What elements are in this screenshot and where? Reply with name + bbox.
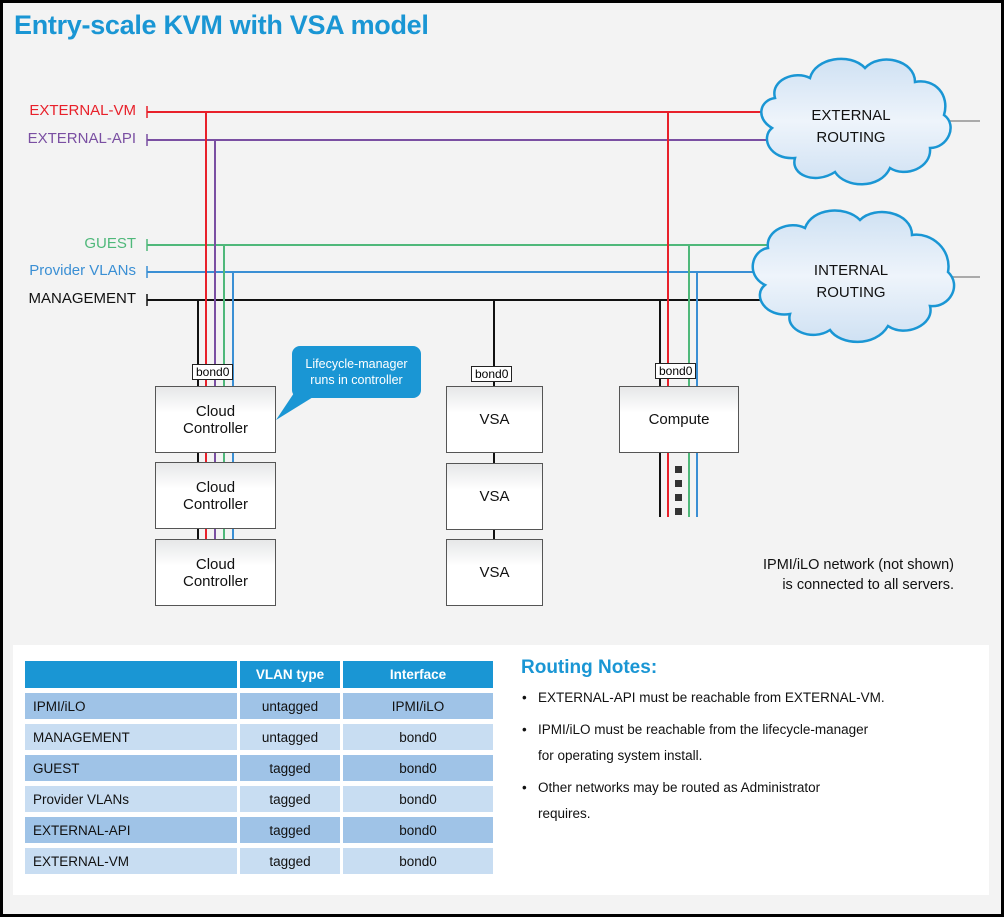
controller-1-line1: Cloud: [195, 402, 236, 420]
routing-notes-list: • EXTERNAL-API must be reachable from EX…: [521, 685, 981, 827]
external-routing-label: EXTERNAL ROUTING: [791, 105, 911, 149]
cell-interface: IPMI/iLO: [343, 693, 493, 719]
internal-routing-cloud-icon: [751, 209, 956, 343]
vsa-2-label: VSA: [479, 488, 510, 505]
compute-links: [659, 112, 698, 517]
cell-vlan-type: tagged: [240, 755, 340, 781]
network-label-provider-vlans: Provider VLANs: [29, 262, 136, 279]
vsa-node-1[interactable]: VSA: [446, 386, 543, 453]
vsa-node-2[interactable]: VSA: [446, 463, 543, 530]
cell-interface: bond0: [343, 817, 493, 843]
routing-note: • EXTERNAL-API must be reachable from EX…: [521, 685, 918, 711]
vlan-table: VLAN type Interface IPMI/iLO untagged IP…: [22, 656, 496, 879]
callout-line1: Lifecycle-manager: [305, 357, 408, 371]
controller-3-line1: Cloud: [195, 555, 236, 573]
routing-note-line1: IPMI/iLO must be reachable from the life…: [538, 722, 869, 737]
network-label-external-api: EXTERNAL-API: [27, 130, 136, 147]
bullet-icon: •: [522, 780, 527, 795]
external-routing-line2: ROUTING: [816, 129, 886, 146]
external-routing-cloud-icon: [760, 57, 952, 186]
header-network: [25, 661, 237, 688]
callout-line2: runs in controller: [310, 373, 403, 387]
network-label-guest: GUEST: [84, 235, 136, 252]
vsa-3-label: VSA: [479, 564, 510, 581]
cell-vlan-type: untagged: [240, 693, 340, 719]
table-row: EXTERNAL-VM tagged bond0: [25, 848, 493, 874]
compute-bond0-label: bond0: [655, 363, 697, 379]
vsa-node-3[interactable]: VSA: [446, 539, 543, 606]
more-compute-ellipsis-icon: [675, 466, 682, 515]
routing-note-line1: EXTERNAL-API must be reachable from EXTE…: [538, 690, 885, 705]
cell-vlan-type: tagged: [240, 786, 340, 812]
compute-node[interactable]: Compute: [619, 386, 739, 453]
cell-network: MANAGEMENT: [25, 724, 237, 750]
internal-routing-label: INTERNAL ROUTING: [791, 260, 911, 304]
cell-interface: bond0: [343, 786, 493, 812]
header-vlan-type: VLAN type: [240, 661, 340, 688]
routing-notes-title: Routing Notes:: [521, 657, 658, 678]
network-line-provider-vlans: [146, 266, 760, 278]
controller-3-line2: Controller: [182, 572, 249, 590]
routing-note: • IPMI/iLO must be reachable from the li…: [521, 717, 918, 769]
lifecycle-manager-callout: Lifecycle-manager runs in controller: [292, 346, 421, 398]
routing-note-line2: requires.: [538, 806, 591, 821]
internal-routing-line1: INTERNAL: [813, 262, 889, 279]
table-row: IPMI/iLO untagged IPMI/iLO: [25, 693, 493, 719]
network-diagram: [146, 57, 980, 540]
vsa-bond0-label: bond0: [471, 366, 513, 382]
routing-note-line1: Other networks may be routed as Administ…: [538, 780, 821, 795]
network-label-management: MANAGEMENT: [28, 290, 136, 307]
table-row: MANAGEMENT untagged bond0: [25, 724, 493, 750]
header-interface: Interface: [343, 661, 493, 688]
page-title: Entry-scale KVM with VSA model: [14, 10, 429, 40]
table-row: EXTERNAL-API tagged bond0: [25, 817, 493, 843]
ipmi-note-line2: is connected to all servers.: [782, 577, 954, 593]
vsa-1-label: VSA: [479, 411, 510, 428]
cell-network: EXTERNAL-VM: [25, 848, 237, 874]
internal-routing-line2: ROUTING: [816, 284, 886, 301]
network-line-external-api: [146, 134, 790, 146]
bullet-icon: •: [522, 722, 527, 737]
cell-network: Provider VLANs: [25, 786, 237, 812]
routing-note: • Other networks may be routed as Admini…: [521, 775, 918, 827]
cell-vlan-type: tagged: [240, 817, 340, 843]
cell-interface: bond0: [343, 755, 493, 781]
routing-notes: Routing Notes: • EXTERNAL-API must be re…: [521, 657, 981, 833]
cell-network: IPMI/iLO: [25, 693, 237, 719]
network-line-management: [146, 294, 765, 306]
routing-note-line2: for operating system install.: [538, 748, 703, 763]
cell-interface: bond0: [343, 848, 493, 874]
compute-label: Compute: [648, 411, 710, 428]
bullet-icon: •: [522, 690, 527, 705]
controller-bond0-label: bond0: [192, 364, 234, 380]
cell-network: GUEST: [25, 755, 237, 781]
cell-interface: bond0: [343, 724, 493, 750]
cell-vlan-type: untagged: [240, 724, 340, 750]
ipmi-note-line1: IPMI/iLO network (not shown): [763, 557, 954, 573]
network-line-external-vm: [146, 106, 790, 118]
controller-1-line2: Controller: [182, 419, 249, 437]
cell-vlan-type: tagged: [240, 848, 340, 874]
controller-2-line2: Controller: [182, 495, 249, 513]
controller-2-line1: Cloud: [195, 478, 236, 496]
table-row: GUEST tagged bond0: [25, 755, 493, 781]
external-routing-line1: EXTERNAL: [811, 107, 891, 124]
vlan-table-header: VLAN type Interface: [25, 661, 493, 688]
table-row: Provider VLANs tagged bond0: [25, 786, 493, 812]
cell-network: EXTERNAL-API: [25, 817, 237, 843]
ipmi-note: IPMI/iLO network (not shown) is connecte…: [700, 555, 954, 595]
network-line-guest: [146, 239, 780, 251]
network-label-external-vm: EXTERNAL-VM: [29, 102, 136, 119]
